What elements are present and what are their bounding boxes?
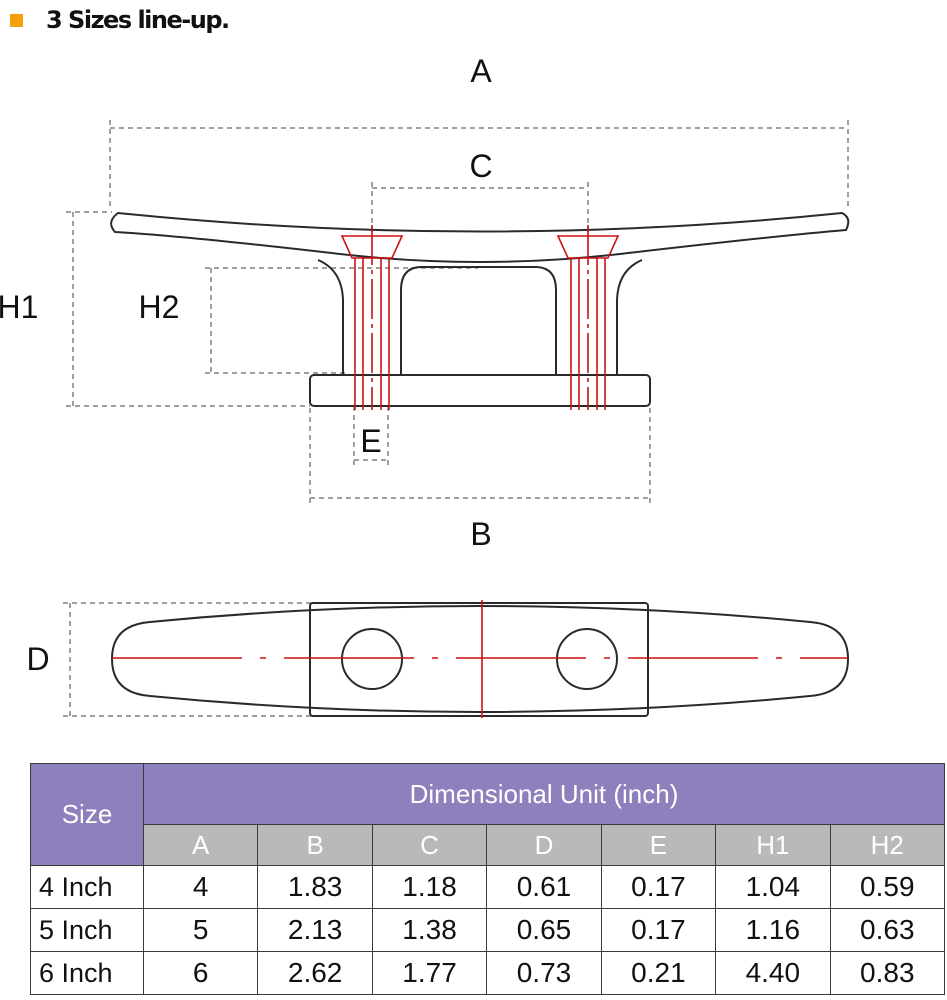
table-row: 6 Inch 6 2.62 1.77 0.73 0.21 4.40 0.83 xyxy=(30,951,946,995)
table-cell: 1.83 xyxy=(257,865,373,909)
row-label: 6 Inch xyxy=(30,951,144,995)
cleat-technical-drawing: A C H1 H2 E B D xyxy=(0,53,850,718)
table-cell: 0.17 xyxy=(600,865,717,909)
table-cell: 0.83 xyxy=(829,951,946,995)
dimension-label-c: C xyxy=(469,148,492,184)
table-cell: 1.04 xyxy=(715,865,831,909)
table-cell: 1.16 xyxy=(715,908,831,952)
column-header: C xyxy=(371,824,488,866)
column-header: A xyxy=(142,824,259,866)
table-row: 4 Inch 4 1.83 1.18 0.61 0.17 1.04 0.59 xyxy=(30,865,946,909)
row-label: 4 Inch xyxy=(30,865,144,909)
dimension-label-d: D xyxy=(26,641,49,677)
screw-guides xyxy=(340,225,620,410)
table-cell: 0.17 xyxy=(600,908,717,952)
column-header: B xyxy=(257,824,373,866)
table-cell: 4 xyxy=(142,865,259,909)
dimension-label-a: A xyxy=(470,53,492,89)
table-cell: 4.40 xyxy=(715,951,831,995)
dimension-label-b: B xyxy=(470,516,491,552)
section-title: 3 Sizes line-up. xyxy=(46,6,230,34)
column-header: H1 xyxy=(715,824,831,866)
dimension-label-e: E xyxy=(360,423,381,459)
table-cell: 1.18 xyxy=(371,865,488,909)
table-cell: 0.73 xyxy=(486,951,602,995)
row-label: 5 Inch xyxy=(30,908,144,952)
size-header: Size xyxy=(30,763,144,866)
table-cell: 6 xyxy=(142,951,259,995)
table-cell: 1.38 xyxy=(371,908,488,952)
cleat-side-view xyxy=(110,211,850,407)
top-view-centerlines xyxy=(112,600,848,718)
dimension-label-h1: H1 xyxy=(0,289,38,325)
table-cell: 2.62 xyxy=(257,951,373,995)
table-cell: 0.59 xyxy=(829,865,946,909)
unit-header: Dimensional Unit (inch) xyxy=(143,763,945,825)
table-cell: 0.21 xyxy=(600,951,717,995)
table-cell: 2.13 xyxy=(257,908,373,952)
dimension-label-h2: H2 xyxy=(139,289,180,325)
table-cell: 0.65 xyxy=(486,908,602,952)
table-cell: 0.61 xyxy=(486,865,602,909)
dimension-lines xyxy=(63,120,849,717)
table-cell: 1.77 xyxy=(371,951,488,995)
cleat-top-view xyxy=(110,602,850,717)
section-header: 3 Sizes line-up. xyxy=(10,2,230,38)
column-header: H2 xyxy=(829,824,946,866)
dimension-table: Size Dimensional Unit (inch) A B C D E H… xyxy=(30,763,946,995)
table-row: 5 Inch 5 2.13 1.38 0.65 0.17 1.16 0.63 xyxy=(30,908,946,952)
column-header: D xyxy=(486,824,602,866)
table-cell: 0.63 xyxy=(829,908,946,952)
column-header: E xyxy=(600,824,717,866)
orange-square-bullet-icon xyxy=(10,13,23,27)
table-cell: 5 xyxy=(142,908,259,952)
